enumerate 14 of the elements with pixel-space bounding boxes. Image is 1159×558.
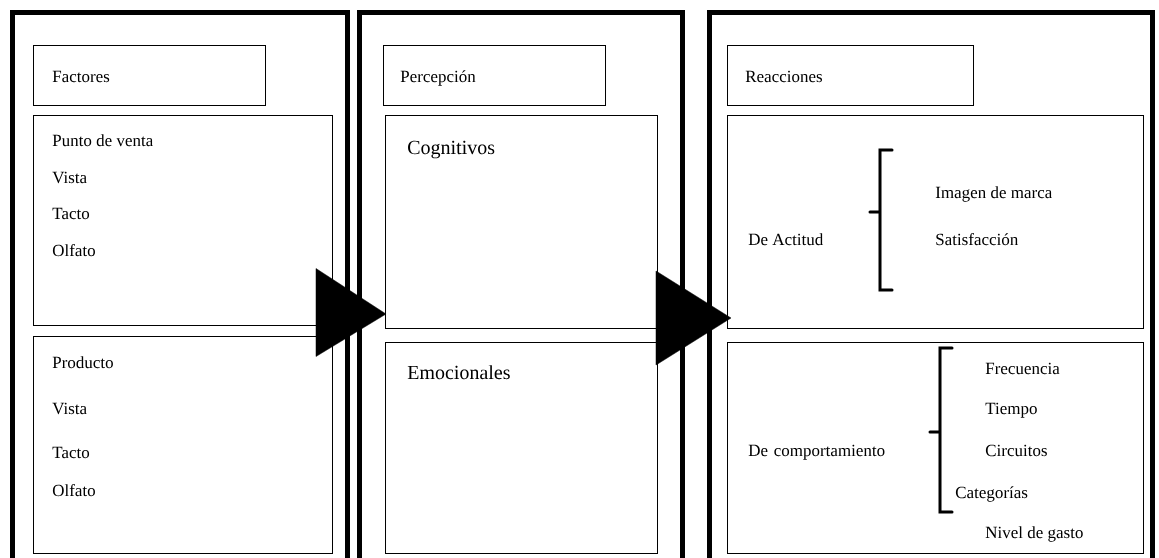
column-frame [707,10,1155,558]
heading-box: Reacciones [727,45,974,106]
column-frame [10,10,350,558]
category-box: De Actitud Imagen de marca Satisfacción [727,115,1144,329]
heading-box: Factores [33,45,266,106]
category-box: Producto Vista Tacto Olfato [33,336,333,554]
arrow [315,268,387,357]
heading-box: Percepción [383,45,606,106]
category-box: Emocionales [385,342,658,554]
category-box: Cognitivos [385,115,658,329]
category-box: De comportamiento Frecuencia Tiempo Circuitos Categorías Nivel de gasto [727,342,1144,554]
arrow [655,270,732,366]
category-box: Punto de venta Vista Tacto Olfato [33,115,333,326]
column-frame [357,10,685,558]
